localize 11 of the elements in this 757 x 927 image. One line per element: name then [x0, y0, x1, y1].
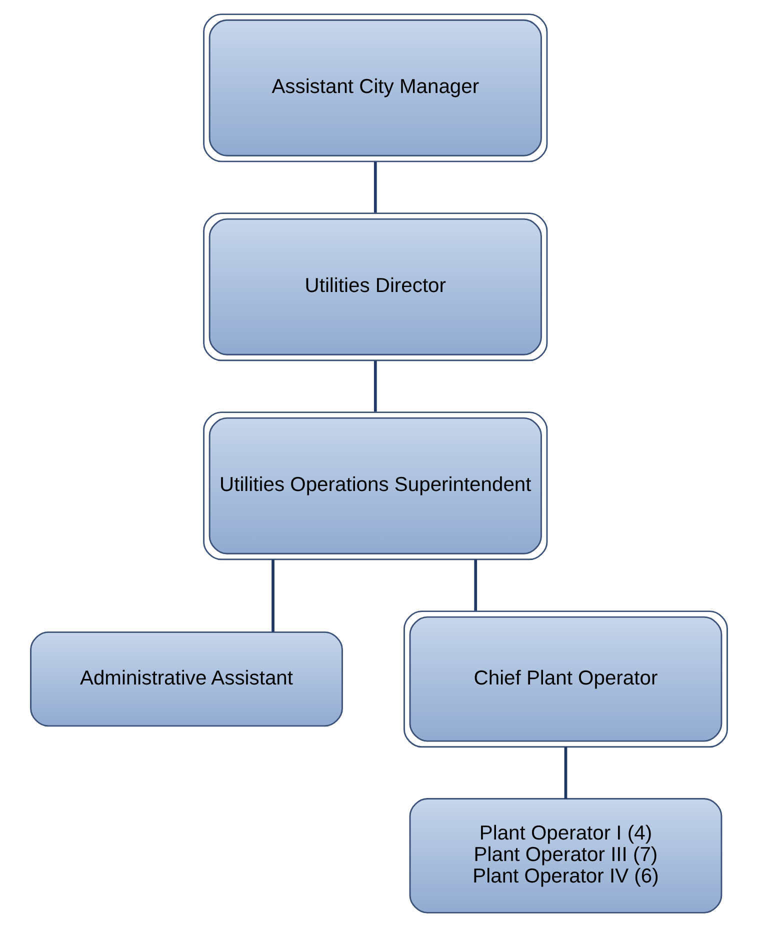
- node-box: Utilities Director: [202, 212, 548, 362]
- node-box: Utilities Operations Superintendent: [202, 412, 548, 560]
- connector: [564, 746, 567, 799]
- node-box: Chief Plant Operator: [403, 610, 728, 748]
- connector: [373, 360, 376, 412]
- connector: [271, 559, 274, 632]
- node-box: Plant Operator I (4) Plant Operator III (7) Plant Operator IV (6): [408, 798, 722, 914]
- node-box: Administrative Assistant: [30, 632, 342, 727]
- node-box: Assistant City Manager: [202, 14, 548, 162]
- connector: [474, 559, 477, 611]
- connector: [373, 162, 376, 213]
